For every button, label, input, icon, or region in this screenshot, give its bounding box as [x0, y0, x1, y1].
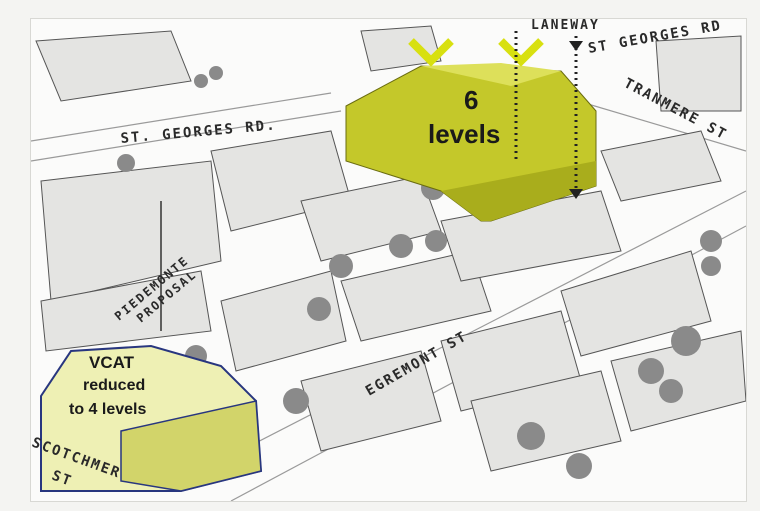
proposal-building: 6 levels [345, 31, 597, 222]
laneway-label: LANEWAY [531, 19, 600, 33]
scotchmer-st-label-2: ST [50, 468, 75, 490]
arrow-icon [408, 38, 544, 67]
six-levels-number: 6 [464, 85, 478, 115]
arrow-head-icon [569, 189, 583, 199]
st-georges-rd-left-label: ST. GEORGES RD. [120, 117, 277, 147]
vcat-label-3: to 4 levels [69, 401, 146, 418]
vcat-building: VCAT reduced to 4 levels [40, 344, 263, 492]
arrow-head-icon [569, 41, 583, 51]
vcat-label-1: VCAT [89, 353, 135, 372]
diagram-paper: 6 levels VCAT reduced to 4 levels LANEWA… [30, 18, 747, 502]
six-levels-label: levels [428, 119, 500, 149]
vcat-label-2: reduced [83, 377, 145, 394]
background-buildings [35, 25, 746, 472]
axonometric-diagram: 6 levels VCAT reduced to 4 levels LANEWA… [31, 19, 746, 501]
